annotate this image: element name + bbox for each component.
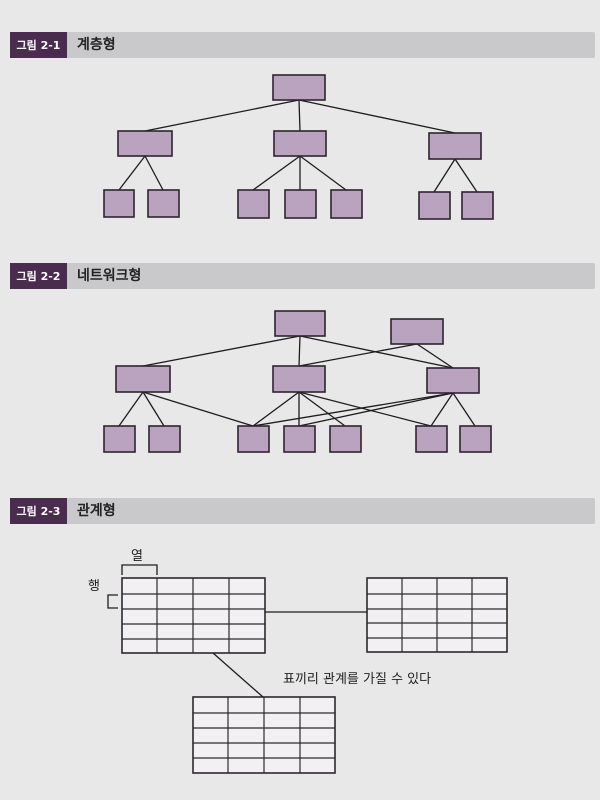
row-label: 행: [88, 579, 100, 594]
table-right: [366, 577, 508, 653]
edge: [118, 391, 144, 427]
edge: [298, 335, 301, 367]
figure-2-3-header: 그림 2-3 관계형: [10, 498, 595, 524]
network-leaf-node: [148, 425, 181, 453]
leaf-node: [147, 189, 180, 218]
relation-line: [212, 652, 264, 698]
edge: [298, 391, 346, 427]
edge: [142, 391, 165, 427]
leaf-node: [418, 191, 451, 220]
leaf-node: [237, 189, 270, 219]
figure-2-1-tag: 그림 2-1: [10, 32, 67, 58]
leaf-node: [284, 189, 317, 219]
level1-node: [273, 130, 327, 157]
leaf-node: [461, 191, 494, 220]
network-leaf-node: [283, 425, 316, 453]
edge: [252, 391, 300, 427]
edge: [299, 155, 347, 191]
edge: [416, 343, 454, 369]
figure-2-2-header: 그림 2-2 네트워크형: [10, 263, 595, 289]
root-node: [272, 74, 326, 101]
leaf-node: [103, 189, 135, 218]
network-top-node: [274, 310, 326, 337]
edge: [454, 158, 478, 193]
edge: [298, 391, 432, 427]
network-leaf-node: [237, 425, 270, 453]
figure-2-2-title: 네트워크형: [77, 268, 142, 284]
table-bottom: [192, 696, 336, 774]
leaf-node: [330, 189, 363, 219]
edge: [144, 155, 164, 191]
figure-2-1-title: 계층형: [77, 37, 116, 53]
level1-node: [428, 132, 482, 160]
network-mid-node: [272, 365, 326, 393]
level1-node: [117, 130, 173, 157]
network-mid-node: [115, 365, 171, 393]
edge: [298, 99, 456, 134]
edge: [430, 392, 454, 427]
figure-2-3-title: 관계형: [77, 503, 116, 519]
figure-2-1-header: 그림 2-1 계층형: [10, 32, 595, 58]
edge: [144, 99, 300, 132]
edge: [142, 391, 254, 427]
network-mid-node: [426, 367, 480, 394]
edge: [252, 155, 301, 191]
network-top-node: [390, 318, 444, 345]
edge: [433, 158, 456, 193]
row-bracket: [107, 594, 118, 609]
network-leaf-node: [103, 425, 136, 453]
column-label: 열: [131, 549, 143, 564]
edge: [118, 155, 146, 191]
network-leaf-node: [415, 425, 448, 453]
relational-diagram: [107, 564, 508, 774]
figure-2-2-tag: 그림 2-2: [10, 263, 67, 289]
edge: [298, 99, 301, 132]
relational-caption: 표끼리 관계를 가질 수 있다: [283, 672, 432, 687]
network-diagram: [103, 310, 492, 453]
figure-2-3-tag: 그림 2-3: [10, 498, 67, 524]
edge: [142, 335, 301, 367]
edge: [252, 392, 454, 427]
hierarchical-diagram: [103, 74, 494, 220]
edge: [298, 392, 454, 427]
edge: [298, 343, 418, 367]
column-bracket: [121, 564, 158, 575]
table-left: [121, 577, 266, 654]
network-leaf-node: [329, 425, 362, 453]
network-leaf-node: [459, 425, 492, 453]
edge: [452, 392, 476, 427]
